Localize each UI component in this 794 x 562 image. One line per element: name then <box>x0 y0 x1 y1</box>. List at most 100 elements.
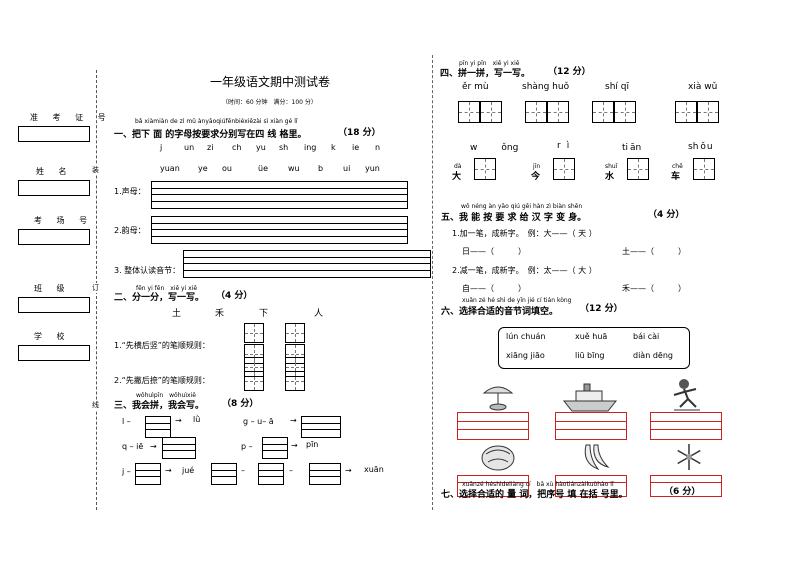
writing-grid[interactable] <box>458 101 480 123</box>
initials-writing-lines[interactable] <box>151 181 408 209</box>
word-bank-item: bái cài <box>633 332 660 341</box>
fold-mark: 装 <box>92 165 99 175</box>
fold-mark: 订 <box>92 283 99 293</box>
writing-grid[interactable] <box>592 101 614 123</box>
add-stroke-question: 1.加一笔，成新字。 例：大——（ 天 ） <box>452 229 597 238</box>
writing-grid[interactable] <box>693 158 715 180</box>
finals-writing-lines[interactable] <box>151 216 408 244</box>
letter: yuan <box>160 164 180 173</box>
answer-lines[interactable] <box>555 475 627 497</box>
sidebar-label-exam-id: 准 考 证 号 <box>30 113 112 122</box>
arrow: → <box>290 416 297 425</box>
spell-result: xuān <box>364 465 384 474</box>
spell-item: p – <box>241 442 253 451</box>
exam-id-field[interactable] <box>18 126 90 142</box>
pinyin-part: r <box>557 141 561 151</box>
writing-grid[interactable] <box>285 371 305 391</box>
writing-grid[interactable] <box>525 101 547 123</box>
column-divider <box>432 55 433 510</box>
whole-syllables-label: 3. 整体认读音节： <box>114 266 181 275</box>
writing-grid[interactable] <box>285 323 305 343</box>
whole-syllables-writing-lines[interactable] <box>183 250 431 278</box>
writing-grid[interactable] <box>547 101 569 123</box>
arrow: → <box>150 442 157 451</box>
section2-char: 禾 <box>215 309 225 319</box>
section4-pinyin: pīn yi pīn xiě yi xiě <box>459 60 520 67</box>
room-field[interactable] <box>18 229 90 245</box>
given-char: 大 <box>452 172 462 182</box>
dash: – <box>241 466 245 475</box>
writing-grid[interactable] <box>474 158 496 180</box>
writing-grid[interactable] <box>553 158 575 180</box>
page-subtitle: （时间：60 分钟 满分：100 分） <box>222 99 317 106</box>
pinyin-part: ǒ <box>700 142 706 152</box>
lamp-icon <box>482 386 514 411</box>
word-bank-item: xuě huā <box>575 332 608 341</box>
answer-lines[interactable] <box>457 475 529 497</box>
spell-result: pīn <box>306 440 319 449</box>
dash: – <box>289 466 293 475</box>
answer-lines[interactable] <box>650 475 722 497</box>
writing-grid[interactable] <box>627 158 649 180</box>
pinyin-part: w <box>470 143 478 153</box>
letter: b <box>318 164 324 173</box>
sidebar-label-school: 学 校 <box>34 332 71 341</box>
pinyin-part: ng <box>506 143 519 153</box>
add-stroke-item[interactable]: 日——（ ） <box>462 247 526 256</box>
sidebar-label-room: 考 场 号 <box>34 216 94 225</box>
answer-lines[interactable] <box>555 412 627 440</box>
letter: k <box>331 143 336 152</box>
char-pinyin: jīn <box>533 163 541 170</box>
school-field[interactable] <box>18 345 90 361</box>
word-pinyin: shàng huǒ <box>522 82 570 92</box>
section4-title: 四、拼一拼，写一写。 <box>440 69 531 79</box>
arrow: → <box>345 466 352 475</box>
answer-box[interactable] <box>162 437 196 459</box>
pinyin-part: ì <box>566 141 570 151</box>
answer-box[interactable] <box>145 416 171 438</box>
answer-box[interactable] <box>309 463 341 485</box>
letter: ch <box>232 143 242 152</box>
answer-box[interactable] <box>262 437 288 459</box>
spell-result: jué <box>182 466 195 475</box>
writing-grid[interactable] <box>480 101 502 123</box>
remove-stroke-item[interactable]: 禾——（ ） <box>622 284 686 293</box>
writing-grid[interactable] <box>675 101 697 123</box>
writing-grid[interactable] <box>614 101 636 123</box>
class-field[interactable] <box>18 297 90 313</box>
section2-pinyin: fēn yi fēn xiě yi xiě <box>136 285 198 292</box>
pinyin-part: ān <box>630 143 642 153</box>
writing-grid[interactable] <box>244 323 264 343</box>
letter: un <box>184 143 195 152</box>
letter: ye <box>198 164 208 173</box>
answer-box[interactable] <box>135 463 161 485</box>
arrow: → <box>175 416 182 425</box>
answer-box[interactable] <box>211 463 237 485</box>
section2-char: 下 <box>259 309 269 319</box>
pinyin-part: sh <box>688 142 699 152</box>
section4-score: （12 分） <box>548 67 591 77</box>
letter: zi <box>207 143 214 152</box>
section7-title: 七、选择合适的 量 词，把序号 填 在括 号里。 <box>441 490 628 500</box>
snowflake-icon <box>677 444 701 470</box>
section7-score: （6 分） <box>664 487 701 497</box>
remove-stroke-item[interactable]: 自——（ ） <box>462 284 526 293</box>
pinyin-part: ǒ <box>501 143 507 153</box>
answer-box[interactable] <box>301 416 341 438</box>
row2-pinyin: w ǒng <box>470 143 518 153</box>
word-bank-item: xiāng jiāo <box>506 351 545 360</box>
writing-grid[interactable] <box>697 101 719 123</box>
answer-lines[interactable] <box>457 412 529 440</box>
name-field[interactable] <box>18 180 90 196</box>
add-stroke-item[interactable]: 土——（ ） <box>622 247 686 256</box>
sidebar-label-name: 姓 名 <box>36 167 73 176</box>
section1-pinyin: bǎ xiàmiàn de zì mǔ ànyāoqiúfēnbiéxiězài… <box>135 118 298 125</box>
answer-box[interactable] <box>258 463 284 485</box>
answer-lines[interactable] <box>650 412 722 440</box>
initials-label: 1.声母： <box>114 187 146 196</box>
writing-grid[interactable] <box>244 371 264 391</box>
remove-stroke-question: 2.减一笔，成新字。 例：太——（ 大 ） <box>452 266 597 275</box>
